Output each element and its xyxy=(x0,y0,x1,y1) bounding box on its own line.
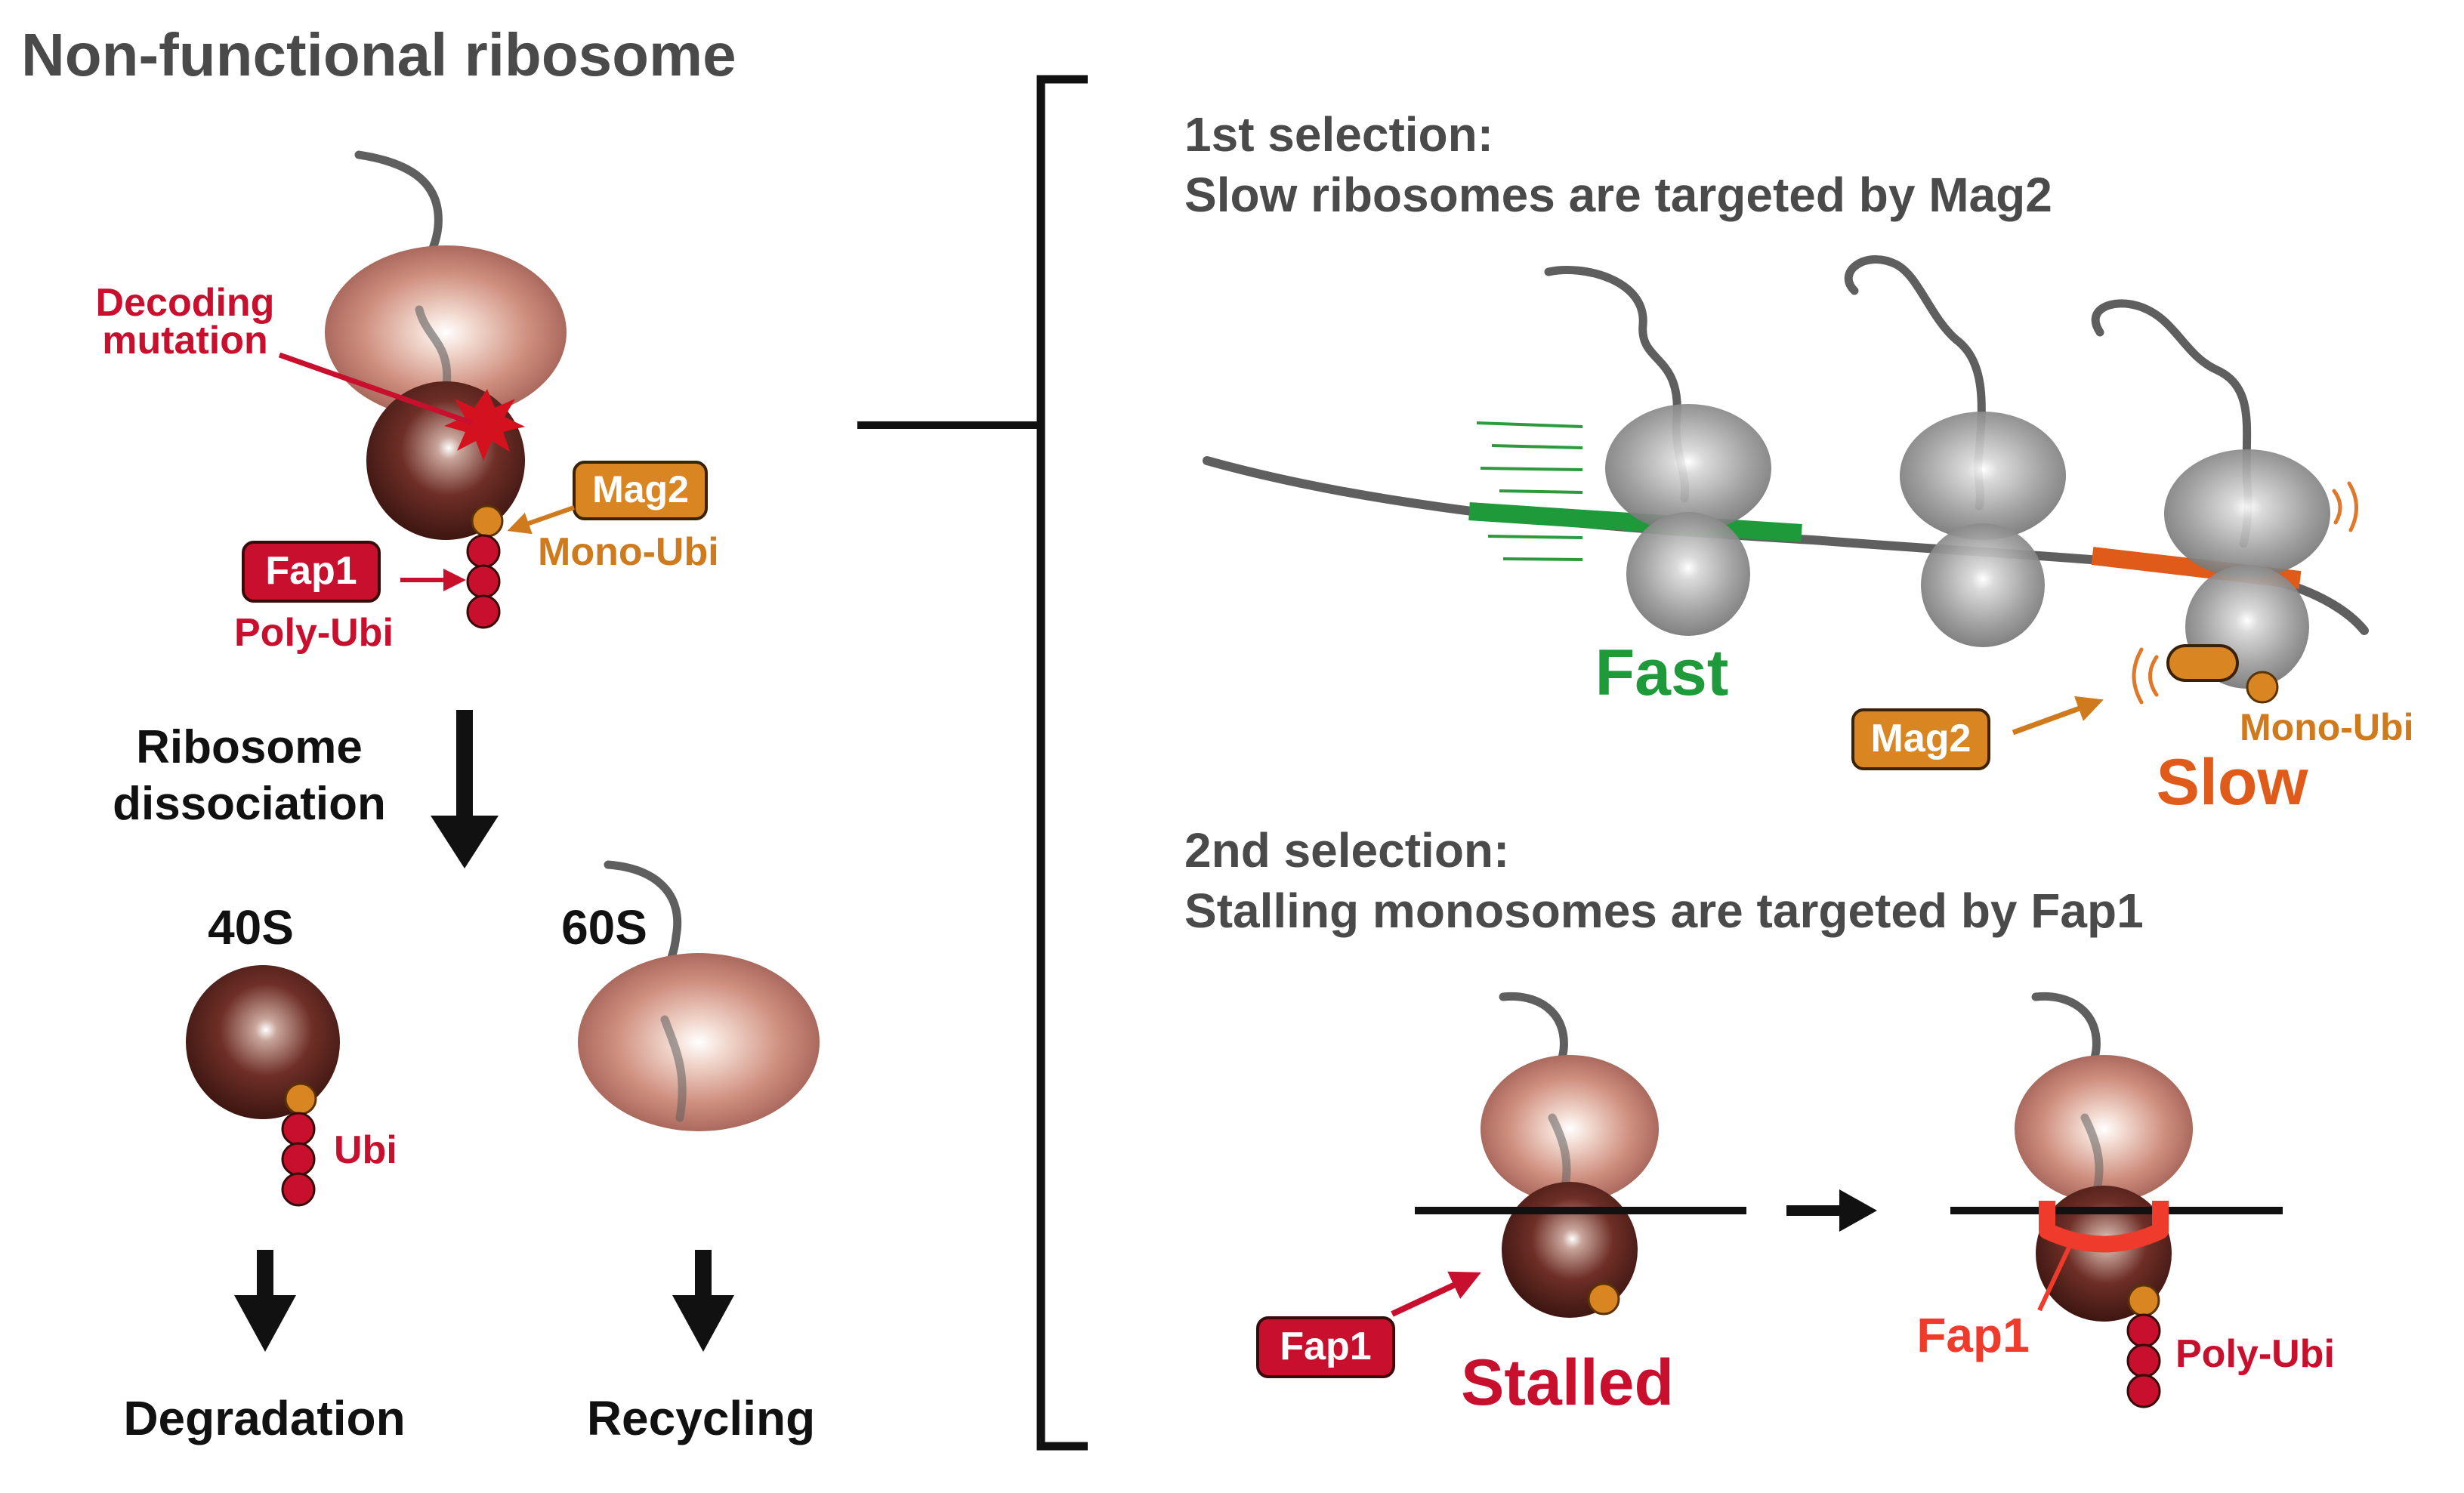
selection-bracket xyxy=(1036,75,1088,1451)
mono-ubiquitin-slow xyxy=(2246,671,2279,704)
large-subunit-60s xyxy=(325,245,567,419)
fap1-ring-pointer xyxy=(2037,1245,2072,1312)
fast-label: Fast xyxy=(1595,637,1729,709)
ubiquitin-1 xyxy=(466,534,501,569)
recycling-arrow xyxy=(672,1250,734,1352)
mono-ubi-label: Mono-Ubi xyxy=(538,530,719,574)
poly-ubi-label-right: Poly-Ubi xyxy=(2175,1332,2335,1376)
label-40s: 40S xyxy=(208,900,294,955)
middle-ribosome xyxy=(1844,255,2066,647)
fap1-badge-bottom xyxy=(1256,1316,1395,1378)
ubiquitin-2 xyxy=(466,564,501,599)
slow-vibration-marks xyxy=(2132,481,2359,705)
fap1-bound-monosome xyxy=(1950,992,2283,1408)
free-40s-subunit xyxy=(186,965,340,1207)
mag2-badge-right xyxy=(1851,708,1990,770)
label-60s: 60S xyxy=(561,900,647,955)
poly-ubi-label: Poly-Ubi xyxy=(234,611,394,655)
mono-ubiquitin xyxy=(471,504,504,538)
decoding-label-line1: Decoding xyxy=(96,281,275,325)
transition-arrow xyxy=(1786,1189,1877,1232)
fap1-label-bottom: Fap1 xyxy=(1280,1325,1371,1368)
mag2-badge xyxy=(573,461,708,520)
nonfunctional-ribosome xyxy=(278,150,567,629)
dissociation-line2: dissociation xyxy=(113,778,386,830)
mag2-label-right: Mag2 xyxy=(1871,717,1972,760)
fap1-ring xyxy=(2039,1201,2169,1253)
fast-ribosome xyxy=(1544,266,1771,636)
ubiquitin-3 xyxy=(466,594,501,629)
fast-speed-lines xyxy=(1476,421,1583,561)
left-panel-title: Non-functional ribosome xyxy=(21,21,736,88)
dissociation-arrow xyxy=(431,710,499,868)
mag2-label: Mag2 xyxy=(592,468,689,511)
mag2-arrow-right xyxy=(2012,696,2104,736)
recycling-label: Recycling xyxy=(587,1391,815,1445)
mutation-star-icon xyxy=(444,389,525,461)
decoding-label-line2: mutation xyxy=(102,319,268,362)
mag2-arrow xyxy=(507,505,575,535)
first-selection-subheading: Slow ribosomes are targeted by Mag2 xyxy=(1184,168,2052,222)
degradation-arrow xyxy=(234,1250,296,1352)
fap1-badge xyxy=(242,541,381,603)
mono-ubi-label-right: Mono-Ubi xyxy=(2240,706,2413,748)
first-selection-heading: 1st selection: xyxy=(1184,107,1493,162)
fap1-arrow-bottom xyxy=(1391,1271,1481,1317)
fap1-label-right: Fap1 xyxy=(1916,1308,2029,1362)
fap1-label: Fap1 xyxy=(265,549,357,593)
mutation-pointer-arrow xyxy=(278,352,474,426)
slow-label: Slow xyxy=(2157,746,2309,819)
free-60s-subunit xyxy=(578,860,820,1131)
dissociation-line1: Ribosome xyxy=(136,721,363,773)
mag2-bound-icon xyxy=(2166,644,2239,682)
second-selection-subheading: Stalling monosomes are targeted by Fap1 xyxy=(1184,884,2144,938)
stalled-monosome xyxy=(1415,992,1746,1318)
second-selection-heading: 2nd selection: xyxy=(1184,823,1509,878)
stalled-label: Stalled xyxy=(1461,1346,1674,1419)
fast-region xyxy=(1468,502,1802,542)
slow-ribosome xyxy=(2091,299,2330,704)
degradation-label: Degradation xyxy=(123,1391,405,1445)
ubi-label: Ubi xyxy=(334,1128,397,1172)
